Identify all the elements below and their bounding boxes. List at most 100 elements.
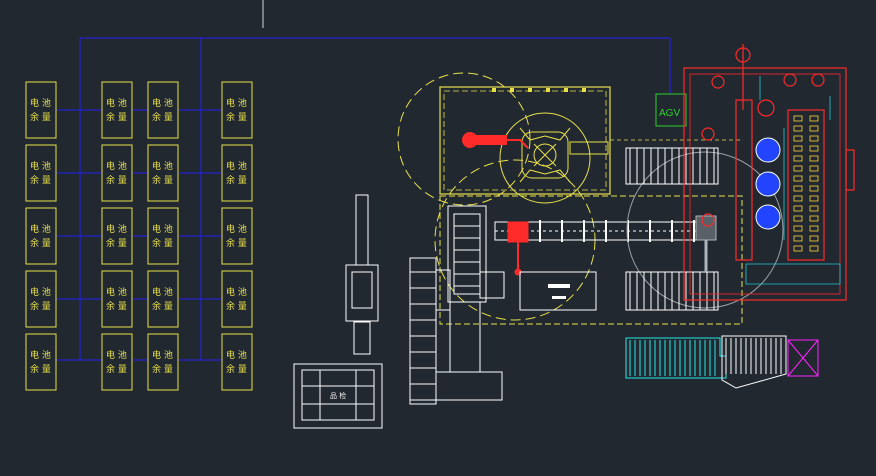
battery-cell: 电 池余 量	[147, 81, 179, 139]
machine-motor	[757, 99, 775, 117]
transfer-carriage-inner	[351, 271, 373, 309]
panel-slot	[809, 115, 819, 122]
machine-column	[735, 99, 753, 261]
battery-cell: 电 池余 量	[101, 144, 133, 202]
pipe-base	[745, 263, 841, 285]
table-label: 品 检	[330, 391, 346, 400]
battery-cell-label-line2: 余 量	[152, 174, 173, 186]
gripper-fingers	[519, 127, 571, 183]
panel-slot	[793, 195, 803, 202]
robot-arm-lower	[507, 221, 529, 276]
stacker-column-2-inner	[453, 213, 481, 295]
battery-cell-frame	[221, 270, 253, 328]
gripper-fixture	[519, 127, 609, 183]
buffer-racks	[625, 147, 719, 311]
battery-cell-label-line2: 余 量	[106, 237, 127, 249]
inspection-frame	[519, 271, 597, 311]
battery-cell: 电 池余 量	[221, 81, 253, 139]
battery-cell-frame	[25, 207, 57, 265]
stacker-column-3	[449, 301, 481, 373]
battery-cell-label-line2: 余 量	[152, 111, 173, 123]
battery-cell-frame	[147, 333, 179, 391]
conveyor-rollers	[539, 220, 695, 242]
feeder-conveyor	[625, 337, 727, 379]
agv-frame	[655, 93, 687, 127]
vertical-transfer-unit	[345, 194, 379, 355]
battery-cell-frame	[221, 81, 253, 139]
battery-cell-label-line2: 余 量	[226, 363, 247, 375]
panel-slot	[793, 245, 803, 252]
battery-cell-label-line1: 电 池	[106, 286, 127, 298]
pipe-runs	[759, 76, 831, 240]
battery-cell-label-line2: 余 量	[106, 111, 127, 123]
battery-cell-frame	[221, 144, 253, 202]
battery-cell-frame	[101, 207, 133, 265]
machine-side-port	[845, 149, 855, 191]
stacker-base	[435, 371, 503, 401]
stacker-rungs	[410, 225, 480, 401]
panel-slot	[793, 165, 803, 172]
battery-cell-label-line2: 余 量	[152, 237, 173, 249]
panel-slot	[793, 215, 803, 222]
battery-cell-label-line1: 电 池	[30, 97, 51, 109]
battery-cell-label-line2: 余 量	[106, 363, 127, 375]
battery-cell: 电 池余 量	[25, 81, 57, 139]
panel-slot	[809, 145, 819, 152]
feeder-body	[625, 337, 727, 379]
battery-cell-label-line2: 余 量	[30, 237, 51, 249]
battery-cell-label-line2: 余 量	[30, 174, 51, 186]
table-inner	[301, 369, 375, 421]
panel-slot	[793, 115, 803, 122]
robot-cell-fence	[439, 86, 611, 195]
battery-cell: 电 池余 量	[147, 207, 179, 265]
stacker-gearbox	[479, 271, 505, 299]
panel-slot	[793, 185, 803, 192]
battery-cell-frame	[101, 270, 133, 328]
panel-slot	[793, 175, 803, 182]
battery-cell-label-line2: 余 量	[30, 111, 51, 123]
lower-robot-base	[507, 221, 529, 243]
rack-slats	[629, 148, 715, 310]
battery-cell-label-line1: 电 池	[30, 160, 51, 172]
panel-slot	[809, 155, 819, 162]
panel-slot	[809, 225, 819, 232]
battery-cell-label-line1: 电 池	[226, 223, 247, 235]
outfeed-body	[721, 335, 787, 389]
panel-slot	[809, 205, 819, 212]
machine-gauge-1	[711, 75, 725, 89]
battery-cell: 电 池余 量	[147, 270, 179, 328]
battery-cell-frame	[147, 81, 179, 139]
battery-cell-frame	[25, 333, 57, 391]
battery-cell-frame	[147, 144, 179, 202]
battery-cell-label-line2: 余 量	[226, 174, 247, 186]
panel-slot	[809, 135, 819, 142]
battery-cell: 电 池余 量	[25, 207, 57, 265]
outfeed-conveyor	[721, 335, 787, 389]
yellow-dots-row	[492, 88, 586, 92]
unload-frame	[787, 339, 819, 377]
transfer-lower-rail	[353, 321, 371, 355]
battery-cell-label-line1: 电 池	[152, 286, 173, 298]
robot-reach-circle-left	[397, 72, 531, 206]
battery-cell-label-line1: 电 池	[152, 349, 173, 361]
battery-cell-label-line1: 电 池	[30, 223, 51, 235]
stacker-assembly	[409, 205, 505, 405]
production-line-zone	[439, 195, 743, 325]
battery-cell-label-line2: 余 量	[152, 363, 173, 375]
battery-cell-label-line2: 余 量	[226, 300, 247, 312]
handling-robot	[695, 215, 717, 272]
gripper-body	[521, 131, 569, 179]
panel-slot	[809, 175, 819, 182]
battery-cell-label-line2: 余 量	[152, 300, 173, 312]
inspection-station	[519, 271, 597, 311]
gripper-cross	[533, 143, 557, 167]
battery-cell: 电 池余 量	[221, 144, 253, 202]
battery-cell: 电 池余 量	[101, 81, 133, 139]
battery-cell-label-line2: 余 量	[226, 237, 247, 249]
transfer-upper-rail	[355, 194, 369, 266]
gripper-swing-circle	[499, 112, 591, 204]
panel-slot	[793, 125, 803, 132]
stacker-link	[435, 269, 451, 311]
battery-cell-frame	[221, 333, 253, 391]
